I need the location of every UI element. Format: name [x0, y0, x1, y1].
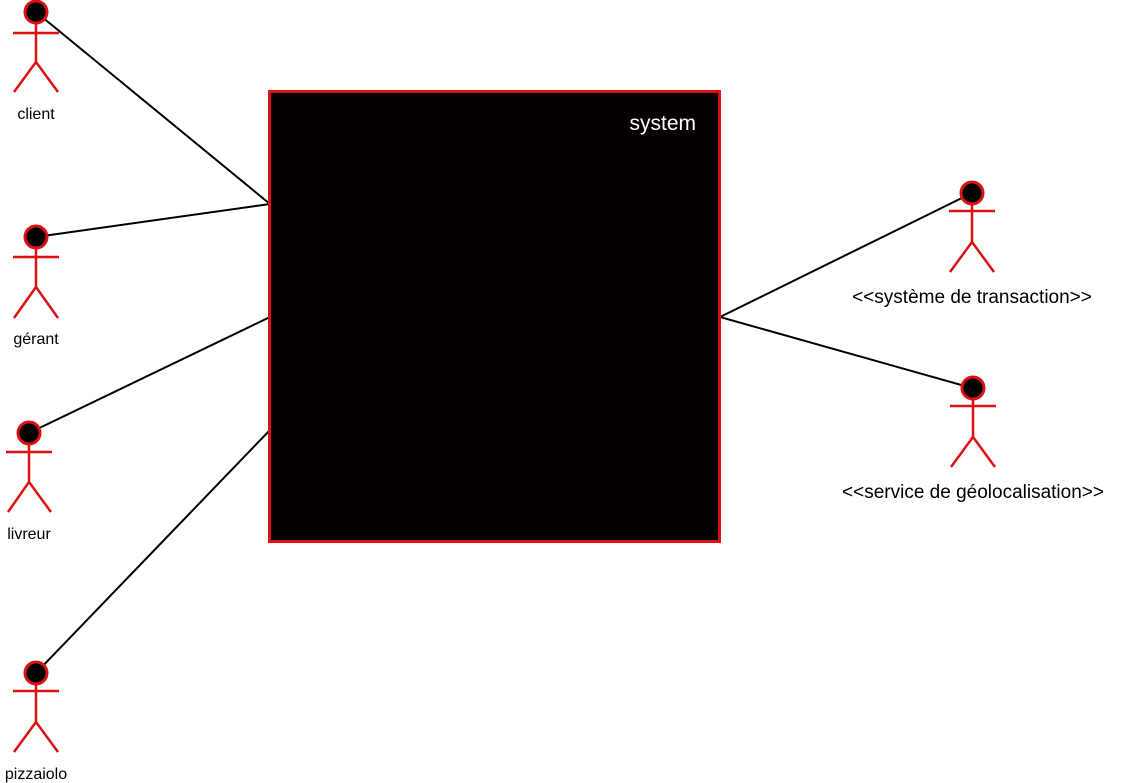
association-client: [35, 11, 271, 205]
actor-pizzaiolo-icon: [12, 660, 60, 753]
actor-transaction-system[interactable]: <<système de transaction>>: [852, 180, 1092, 308]
actor-transaction-system-label: <<système de transaction>>: [852, 287, 1092, 308]
association-transaction: [719, 192, 973, 318]
actor-pizzaiolo[interactable]: pizzaiolo: [5, 660, 67, 783]
actor-livreur[interactable]: livreur: [6, 420, 53, 543]
actor-livreur-icon: [6, 420, 53, 513]
actor-client-icon: [12, 0, 60, 93]
actor-geolocation-service-icon: [949, 375, 997, 468]
association-livreur: [28, 316, 271, 434]
actor-gerant-label: gérant: [13, 331, 59, 348]
actor-geolocation-service[interactable]: <<service de géolocalisation>>: [842, 375, 1104, 503]
actor-transaction-system-icon: [948, 180, 996, 273]
system-label: system: [629, 112, 696, 135]
system-box: [268, 90, 721, 543]
actor-gerant-icon: [12, 224, 60, 319]
association-geolocalisation: [719, 316, 973, 389]
association-gerant: [35, 203, 271, 238]
actor-client-label: client: [17, 106, 55, 123]
actor-livreur-label: livreur: [7, 526, 51, 543]
actor-geolocation-service-label: <<service de géolocalisation>>: [842, 482, 1104, 503]
actor-pizzaiolo-label: pizzaiolo: [5, 766, 67, 783]
actor-gerant[interactable]: gérant: [12, 224, 60, 348]
system-boundary: system: [268, 90, 721, 543]
actor-client[interactable]: client: [12, 0, 60, 123]
association-pizzaiolo: [35, 429, 271, 674]
